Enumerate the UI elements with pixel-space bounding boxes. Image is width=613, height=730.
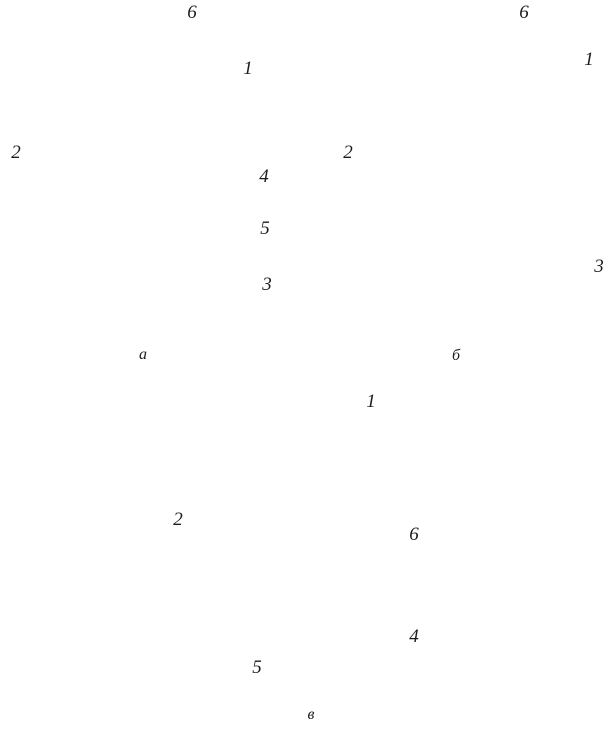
- callout-4-v: 4: [409, 625, 419, 647]
- callout-3-b: 3: [594, 255, 604, 277]
- callout-2-a: 2: [11, 141, 21, 163]
- callout-3-a: 3: [262, 273, 272, 295]
- callout-1-v: 1: [366, 390, 376, 412]
- figure-caption-b: б: [451, 347, 461, 364]
- callout-1-a: 1: [243, 57, 253, 79]
- figure-caption-a: а: [139, 346, 147, 363]
- callout-6-a: 6: [187, 1, 197, 23]
- callout-4-a: 4: [259, 165, 269, 187]
- callout-5-a: 5: [260, 217, 270, 239]
- callout-6-b: 6: [519, 1, 529, 23]
- callout-2-v: 2: [173, 508, 183, 530]
- callout-5-v: 5: [252, 656, 262, 678]
- figure-caption-v: в: [307, 706, 315, 723]
- callout-6-v: 6: [409, 523, 419, 545]
- callout-1-b: 1: [584, 48, 594, 70]
- callout-2-b: 2: [343, 141, 353, 163]
